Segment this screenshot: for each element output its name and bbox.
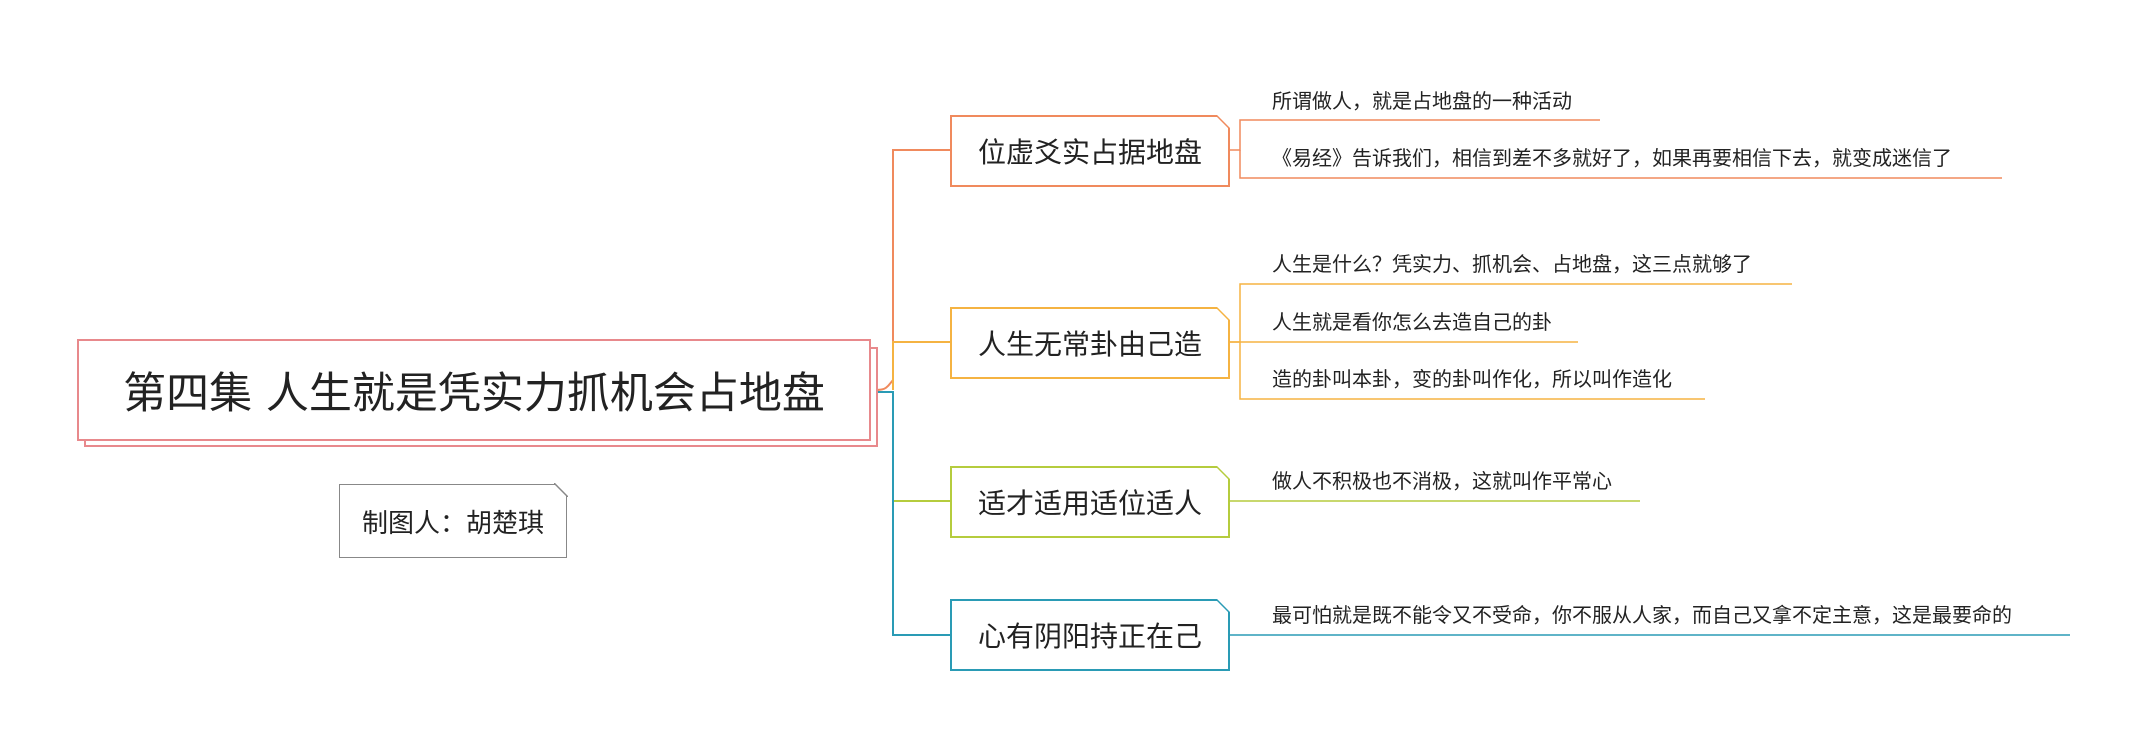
branch-node-4[interactable]: 心有阴阳持正在己 [950,599,1230,671]
leaf-b2-1: 人生是什么？凭实力、抓机会、占地盘，这三点就够了 [1272,252,1752,276]
branch-node-1[interactable]: 位虚爻实占据地盘 [950,115,1230,187]
connector-root-branch2 [892,341,950,390]
leaf-b1-2: 《易经》告诉我们，相信到差不多就好了，如果再要相信下去，就变成迷信了 [1272,146,1952,170]
connector-b2-leaf3 [1239,342,1705,400]
branch-label: 心有阴阳持正在己 [977,620,1202,653]
branch-label: 适才适用适位适人 [977,487,1202,520]
author-node[interactable]: 制图人：胡楚琪 [339,483,568,558]
branch-label: 位虚爻实占据地盘 [977,136,1202,169]
branch-fold-icon [1216,307,1230,321]
branch-node-2[interactable]: 人生无常卦由己造 [950,307,1230,379]
leaf-b4-1: 最可怕就是既不能令又不受命，你不服从人家，而自己又拿不定主意，这是最要命的 [1272,603,2012,627]
author-label: 制图人：胡楚琪 [361,508,544,539]
branch-fold-icon [1216,599,1230,613]
leaf-b3-1: 做人不积极也不消极，这就叫作平常心 [1272,469,1612,493]
branch-label: 人生无常卦由己造 [977,328,1202,361]
connector-root-branch1 [870,149,950,391]
leaf-b2-2: 人生就是看你怎么去造自己的卦 [1272,310,1552,334]
connector-root-branch4 [871,391,950,636]
connector-b1-leaf2 [1239,150,2002,179]
branch-node-3[interactable]: 适才适用适位适人 [950,466,1230,538]
connector-root-branch3 [892,392,950,502]
branch-fold-icon [1216,115,1230,129]
root-node[interactable]: 第四集 人生就是凭实力抓机会占地盘 [77,339,871,441]
leaf-b2-3: 造的卦叫本卦，变的卦叫作化，所以叫作造化 [1272,367,1672,391]
author-fold-icon [554,483,568,497]
leaf-b1-1: 所谓做人，就是占地盘的一种活动 [1272,89,1572,113]
root-title: 第四集 人生就是凭实力抓机会占地盘 [123,369,825,419]
branch-fold-icon [1216,466,1230,480]
connector-b1-leaf1 [1222,119,1600,151]
